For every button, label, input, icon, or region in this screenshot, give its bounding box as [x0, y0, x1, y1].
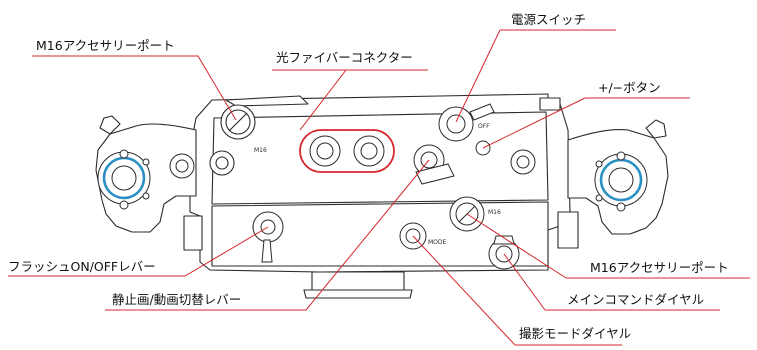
- top-right-tab: [539, 97, 561, 111]
- label-m16-port-bottom: M16アクセサリーポート: [590, 260, 729, 275]
- left-latch: [183, 215, 203, 251]
- housing-mark-m16-right: M16: [488, 209, 501, 216]
- housing-mark-mode: MODE: [428, 239, 447, 246]
- fiber-connector-left: [309, 135, 341, 167]
- left-grip-loop: [99, 115, 121, 135]
- right-latch: [557, 211, 579, 249]
- leader-fiber-connector: [272, 69, 428, 131]
- label-m16-port-top: M16アクセサリーポート: [36, 38, 175, 53]
- right-mount: [594, 151, 648, 212]
- leader-power-switch: [455, 29, 616, 123]
- top-edge: [225, 95, 309, 107]
- label-flash-lever: フラッシュON/OFFレバー: [8, 259, 156, 274]
- right-knob: [510, 149, 536, 175]
- m16-port-top: [209, 104, 256, 176]
- left-mount: [97, 149, 151, 210]
- left-knob: [169, 153, 195, 179]
- still-movie-lever: [415, 163, 455, 185]
- leader-m16-port-bottom: [466, 213, 750, 279]
- label-still-movie-lever: 静止画/動画切替レバー: [112, 292, 242, 307]
- housing-mark-off: OFF: [478, 123, 490, 130]
- leader-still-movie: [105, 159, 430, 311]
- label-main-command-dial: メインコマンドダイヤル: [567, 292, 705, 307]
- fiber-connector-highlight: [299, 129, 395, 173]
- right-grip-loop: [645, 119, 667, 139]
- leader-flash-lever: [8, 226, 269, 277]
- label-shooting-mode-dial: 撮影モードダイヤル: [519, 326, 632, 341]
- fiber-connector-right: [353, 135, 385, 167]
- power-switch: [438, 103, 495, 142]
- bottom-foot-base: [303, 289, 413, 299]
- bottom-foot: [311, 271, 405, 291]
- label-plus-minus-button: +/−ボタン: [598, 80, 661, 95]
- leader-main-command: [503, 253, 720, 311]
- leader-plus-minus: [482, 97, 690, 149]
- leader-m16-port-top: [32, 55, 237, 121]
- label-power-switch: 電源スイッチ: [511, 12, 587, 27]
- leader-shooting-mode: [412, 235, 622, 346]
- label-fiber-connector: 光ファイバーコネクター: [276, 50, 413, 65]
- housing-mark-m16-left: M16: [254, 147, 267, 154]
